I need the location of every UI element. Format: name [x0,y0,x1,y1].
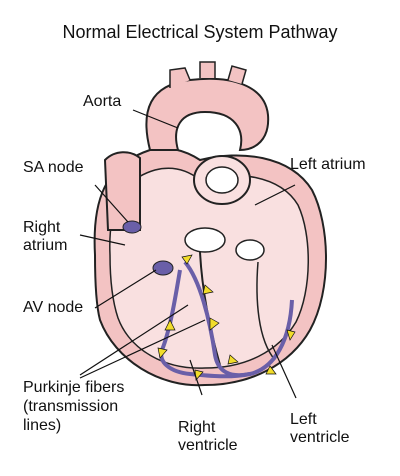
label-right-atrium-line1: Right [23,219,61,236]
label-right-ventricle-line2: ventricle [178,437,238,454]
valve-right [235,239,265,261]
diagram-title: Normal Electrical System Pathway [62,22,338,42]
av-node [152,260,174,276]
label-purkinje-line2: (transmission [23,398,119,415]
label-left-ventricle-line2: ventricle [290,429,350,446]
valve-left [184,227,226,253]
aorta-branches [169,61,247,88]
signal-arrow-4 [227,354,239,365]
label-right-atrium-line2: atrium [23,237,68,254]
leader-purkinje-2 [79,319,206,379]
leader-purkinje-1 [79,304,189,376]
label-sa-node: SA node [23,159,84,176]
leader-left-atrium [254,184,296,206]
signal-arrows [157,254,296,381]
leader-av-node [94,269,157,309]
label-left-atrium: Left atrium [290,156,366,173]
left-ventricle-wall [256,261,276,361]
aorta [145,77,270,152]
leader-aorta [132,109,179,129]
signal-arrow-2 [202,284,214,295]
leader-right-ventricle [189,359,203,396]
leader-lines [79,109,297,399]
leader-right-atrium [79,234,126,246]
label-purkinje-line3: lines) [23,417,62,434]
leader-sa-node [94,184,129,223]
conduction-pathway-left-bundle [183,260,294,378]
signal-arrow-1 [181,254,193,265]
pulmonary-vessel-lumen [205,166,239,194]
signal-arrow-5 [265,365,277,375]
conduction-pathway-right-bundle [159,269,251,379]
label-aorta: Aorta [83,93,122,110]
label-av-node: AV node [23,299,84,316]
signal-arrow-6 [286,329,296,341]
label-purkinje-line1: Purkinje fibers [23,379,125,396]
leader-left-ventricle [271,344,297,399]
signal-arrow-3 [209,317,220,331]
signal-arrow-7 [164,319,176,331]
signal-arrow-8 [157,347,168,359]
superior-vena-cava [103,151,141,231]
sa-node [122,220,142,234]
label-right-ventricle-line1: Right [178,419,216,436]
label-left-ventricle-line1: Left [290,411,317,428]
